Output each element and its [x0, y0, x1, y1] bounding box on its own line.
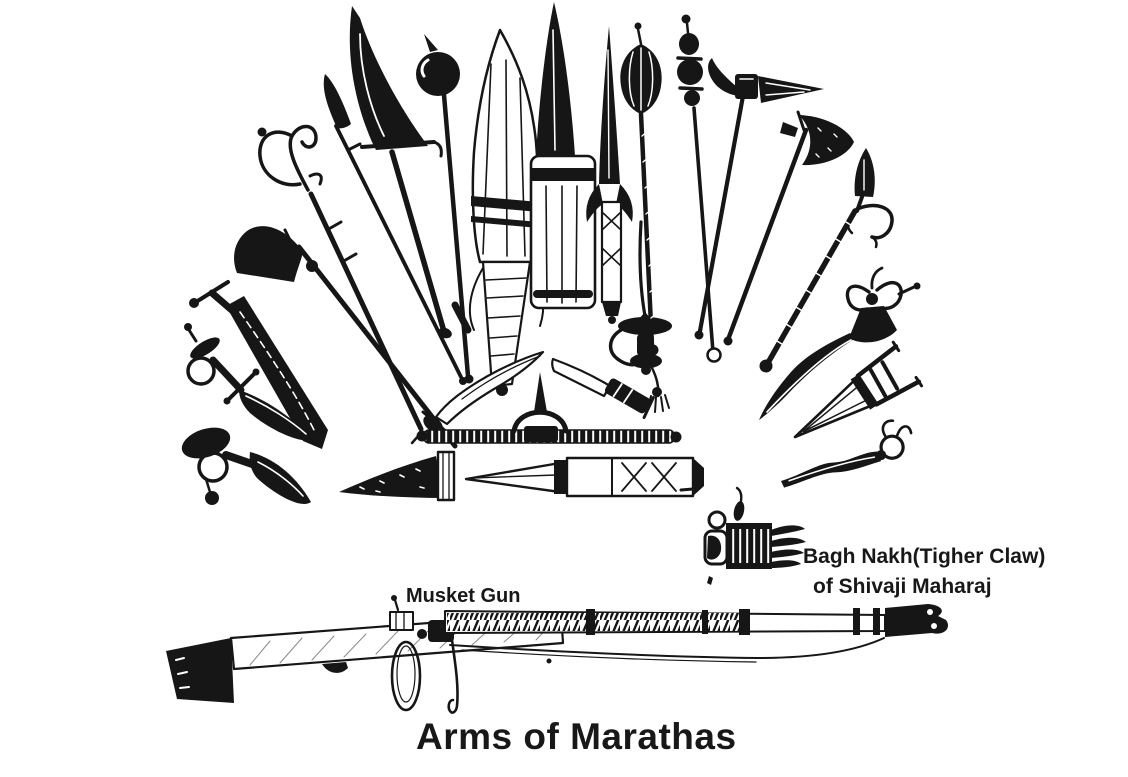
ornate-dagger-icon [189, 280, 328, 449]
madu-parrying-icon [416, 372, 682, 444]
scabbard-chape-icon [339, 450, 456, 502]
spike-dagger-icon [586, 26, 633, 324]
curved-knife-right-icon [551, 357, 655, 420]
bagh-nakh-label-line2: of Shivaji Maharaj [813, 575, 992, 598]
katar-dagger-icon [793, 340, 924, 439]
flanged-mace-icon [620, 22, 662, 356]
figure-title: Arms of Marathas [416, 716, 737, 757]
curved-knife-left-icon [410, 350, 545, 445]
dagger-scabbard-horizontal-icon [464, 456, 704, 498]
khanjar-dagger-icon [184, 323, 314, 441]
bagh-nakh-icon [679, 486, 806, 585]
ball-mace-icon [416, 34, 474, 384]
long-knife-icon [349, 6, 452, 339]
crowbill-hammer-icon [694, 58, 824, 340]
khanda-scabbard-icon [529, 2, 597, 310]
sceptre-mace-icon [676, 14, 722, 363]
hatchet-axe-icon [234, 226, 458, 449]
musket-gun-label: Musket Gun [406, 585, 521, 607]
musket-gun-icon [166, 595, 949, 714]
khanjar-dagger-2-icon [181, 427, 311, 505]
battle-axe-icon [723, 110, 854, 346]
hook-spear-icon [759, 148, 894, 373]
bichwa-dagger-icon [781, 419, 913, 488]
chilanum-dagger-icon [759, 266, 921, 420]
bagh-nakh-label-line1: Bagh Nakh(Tigher Claw) [803, 545, 1046, 568]
double-dagger-scabbard-icon [468, 28, 545, 396]
hook-staff-icon [257, 124, 424, 432]
